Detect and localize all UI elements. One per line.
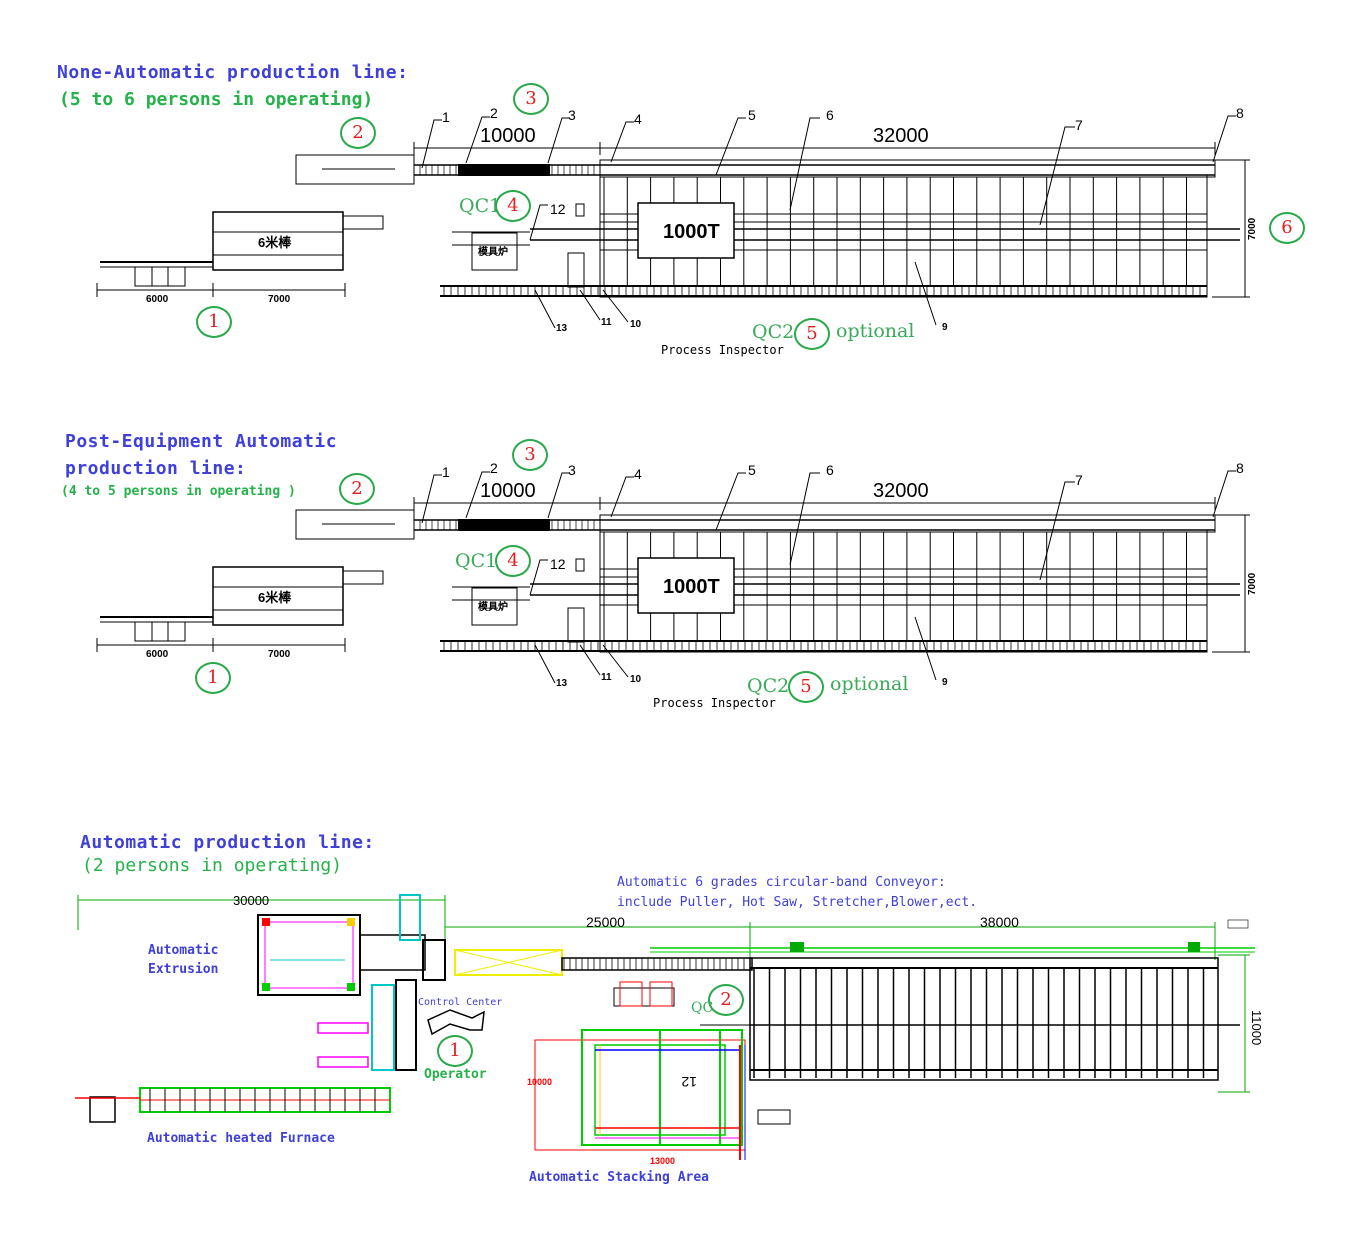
qc2-label-2: QC2 [747, 675, 790, 697]
qc2-label: QC2 [752, 321, 795, 343]
die-oven-text: 模具炉 [478, 600, 508, 613]
callout-number: 2 [490, 105, 498, 121]
process-inspector-label: Process Inspector [661, 343, 784, 357]
callout-number: 3 [568, 462, 576, 478]
section3-title: Automatic production line: [80, 832, 375, 853]
circle-number: 2 [340, 117, 376, 149]
callout-number: 8 [1236, 105, 1244, 121]
circle-number: 3 [512, 439, 548, 471]
circle-number: 3 [513, 83, 549, 115]
callout-number: 12 [550, 201, 566, 217]
callout-number: 10 [630, 319, 642, 330]
callout-numbers: 1 2 3 4 5 6 7 8 9 10 11 12 13 [442, 105, 1244, 334]
conveyor-caption-line2: include Puller, Hot Saw, Stretcher,Blowe… [617, 895, 978, 910]
cooling-bed-slats [419, 520, 1201, 651]
callout-number: 12 [550, 556, 566, 572]
control-center-label: Control Center [418, 997, 503, 1008]
extrusion-label-line1: Automatic [148, 943, 219, 958]
circle-number: 1 [196, 306, 232, 338]
dimension-10000: 10000 [480, 480, 536, 502]
circle-number: 5 [794, 318, 830, 350]
automatic-line-drawing: 10000 13000 12 30000 25000 38000 11000 [75, 893, 1264, 1166]
conveyor-caption-line1: Automatic 6 grades circular-band Conveyo… [617, 875, 946, 890]
callout-number: 10 [630, 674, 642, 685]
dimension-10000: 10000 [480, 125, 536, 147]
circle-number: 5 [788, 671, 824, 703]
callout-number: 11 [601, 672, 612, 683]
circle-number: 4 [495, 545, 531, 577]
dimension-30000: 30000 [233, 893, 269, 908]
qc-label-3: QC [691, 1000, 714, 1016]
optional-label-2: optional [830, 673, 909, 695]
press-label-1000t: 1000T [663, 576, 720, 598]
callout-number: 1 [442, 464, 450, 480]
callout-number: 9 [942, 322, 948, 333]
stacking-dim-13000: 13000 [650, 1156, 675, 1166]
qc1-label: QC1 [459, 195, 502, 217]
dimension-7000-vertical: 7000 [1247, 572, 1258, 595]
dimension-7000: 7000 [268, 649, 291, 660]
callout-number: 3 [568, 107, 576, 123]
press-label-1000t: 1000T [663, 221, 720, 243]
die-oven-text: 模具炉 [478, 245, 508, 258]
billet-furnace-text: 6米棒 [258, 235, 292, 250]
callout-number: 7 [1075, 117, 1083, 133]
callout-numbers: 1 2 3 4 5 6 7 8 9 10 11 12 13 [442, 460, 1244, 689]
stacking-dim-10000: 10000 [527, 1077, 552, 1087]
callout-number: 5 [748, 462, 756, 478]
circle-number: 6 [1269, 212, 1305, 244]
callout-number: 7 [1075, 472, 1083, 488]
callout-number: 5 [748, 107, 756, 123]
billet-furnace-text: 6米棒 [258, 590, 292, 605]
dimension-6000: 6000 [146, 294, 169, 305]
section2-subtitle: (4 to 5 persons in operating ) [61, 484, 296, 499]
circle-number: 1 [195, 662, 231, 694]
section1-title: None-Automatic production line: [57, 62, 409, 83]
furnace-label: Automatic heated Furnace [147, 1131, 335, 1146]
optional-label: optional [836, 320, 915, 342]
callout-number: 13 [556, 678, 568, 689]
stacking-area-label: Automatic Stacking Area [529, 1170, 710, 1185]
extrusion-label-line2: Extrusion [148, 962, 219, 977]
callout-number: 13 [556, 323, 568, 334]
process-inspector-label-2: Process Inspector [653, 696, 776, 710]
callout-number: 6 [826, 107, 834, 123]
circle-number: 2 [708, 984, 744, 1016]
circle-number: 1 [437, 1035, 473, 1067]
callout-number: 1 [442, 109, 450, 125]
section2-title: Post-Equipment Automatic [65, 431, 338, 452]
dimension-7000: 7000 [268, 294, 291, 305]
callout-number: 2 [490, 460, 498, 476]
dimension-32000: 32000 [873, 480, 929, 502]
section1-subtitle: (5 to 6 persons in operating) [59, 89, 374, 110]
callout-number: 8 [1236, 460, 1244, 476]
section2-title-line2: production line: [65, 458, 247, 479]
dimension-38000: 38000 [980, 914, 1019, 930]
qc1-label-2: QC1 [455, 550, 498, 572]
callout-number: 4 [634, 466, 642, 482]
callout-number: 9 [942, 677, 948, 688]
callout-number: 4 [634, 111, 642, 127]
callout-number: 6 [826, 462, 834, 478]
circle-number: 2 [339, 473, 375, 505]
dimension-32000: 32000 [873, 125, 929, 147]
section3-subtitle: (2 persons in operating) [82, 855, 343, 876]
callout-number: 11 [601, 317, 612, 328]
dimension-7000-vertical: 7000 [1247, 217, 1258, 240]
callout-number-12-rotated: 12 [681, 1074, 697, 1090]
dimension-6000: 6000 [146, 649, 169, 660]
circle-number: 4 [495, 190, 531, 222]
cooling-bed-slats [419, 165, 1201, 296]
operator-label: Operator [424, 1067, 487, 1082]
dimension-11000-vertical: 11000 [1249, 1010, 1264, 1045]
dimension-25000: 25000 [586, 914, 625, 930]
